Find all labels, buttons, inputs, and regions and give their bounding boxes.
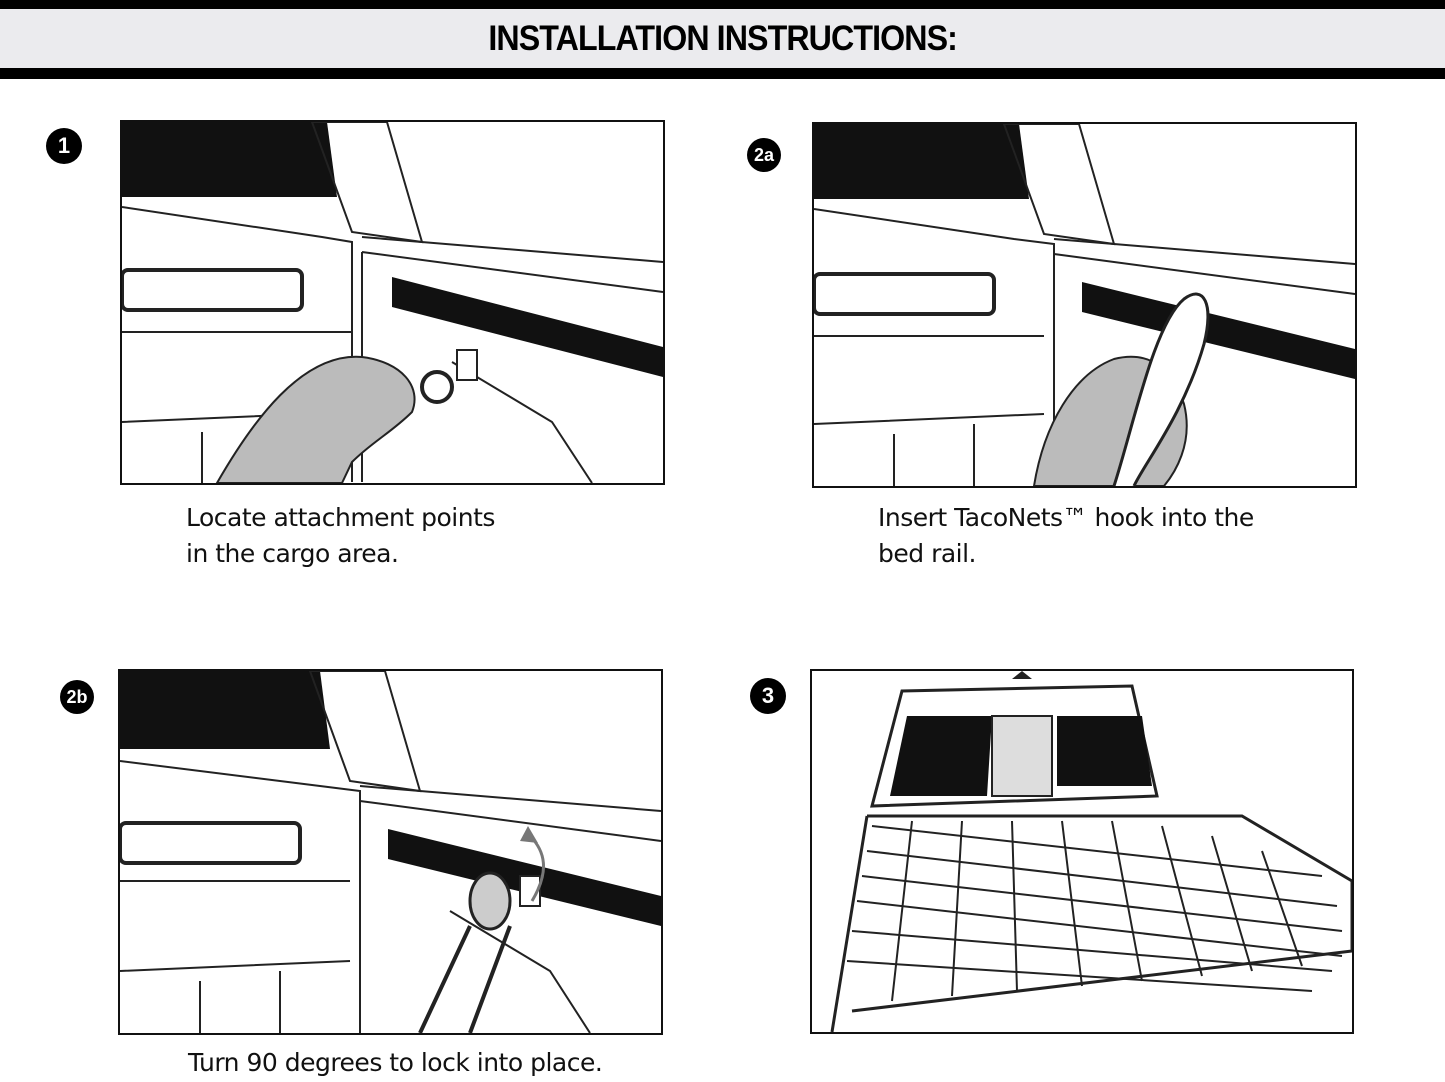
cargo-net [846,820,1343,1002]
page-title: INSTALLATION INSTRUCTIONS: [488,18,958,58]
header-band: INSTALLATION INSTRUCTIONS: [0,9,1445,68]
step-1-caption: Locate attachment points in the cargo ar… [186,503,495,568]
step-badge-2a: 2a [747,138,781,172]
step-badge-1: 1 [46,128,82,164]
truck-bed-rail-illustration [120,671,661,1033]
truck-bed-rail-illustration [814,124,1355,486]
step-badge-2b: 2b [60,680,94,714]
step-2a-caption: Insert TacoNets™ hook into the bed rail. [878,503,1254,568]
step-2a-illustration [812,122,1357,488]
step-3-illustration [810,669,1354,1034]
header-bottom-rule [0,68,1445,79]
truck-bed-rail-illustration [122,122,663,483]
step-2b-caption: Turn 90 degrees to lock into place. [188,1048,603,1077]
step-badge-3: 3 [750,678,786,714]
step-1-illustration [120,120,665,485]
truck-bed-cargo-net-illustration [830,671,1352,1032]
step-2b-illustration [118,669,663,1035]
header-top-rule [0,0,1445,9]
